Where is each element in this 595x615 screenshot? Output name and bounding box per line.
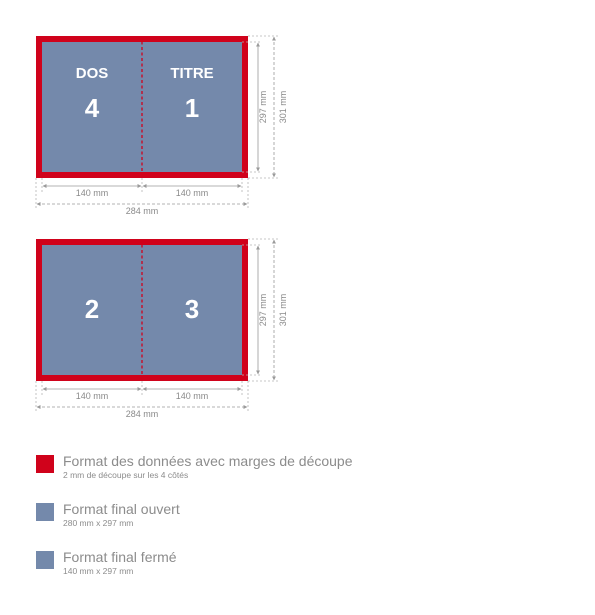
legend-sub-bleed: 2 mm de découpe sur les 4 côtés: [63, 470, 189, 480]
legend-title-open: Format final ouvert: [63, 501, 180, 517]
legend-sub-closed: 140 mm x 297 mm: [63, 566, 134, 576]
spread-2: 2 3 140 mm 140 mm 284 mm 297 mm 301 mm: [35, 238, 288, 419]
legend-swatch-open: [36, 503, 54, 521]
spread-2-dim-left: 140 mm: [76, 391, 109, 401]
legend-title-closed: Format final fermé: [63, 549, 177, 565]
spread-2-extension-lines: [35, 238, 278, 411]
spread-2-dim-outer-height: 301 mm: [278, 294, 288, 327]
spread-2-page-right: [142, 245, 242, 375]
spread-1-dim-inner-height: 297 mm: [258, 91, 268, 124]
spread-2-page-left-number: 2: [85, 294, 99, 324]
legend-swatch-closed: [36, 551, 54, 569]
spread-2-dim-total: 284 mm: [126, 409, 159, 419]
spread-1: DOS 4 TITRE 1 140 mm 140 mm 284 mm 297 m…: [35, 35, 288, 216]
spread-1-dim-left: 140 mm: [76, 188, 109, 198]
legend-swatch-bleed: [36, 455, 54, 473]
spread-1-page-left-label: DOS: [76, 65, 109, 82]
legend-sub-open: 280 mm x 297 mm: [63, 518, 134, 528]
spread-1-page-left-number: 4: [85, 93, 100, 123]
spread-2-dim-inner-height: 297 mm: [258, 294, 268, 327]
spread-2-dim-right: 140 mm: [176, 391, 209, 401]
spread-1-extension-lines: [35, 35, 278, 208]
spread-1-dim-outer-height: 301 mm: [278, 91, 288, 124]
spread-1-dim-total: 284 mm: [126, 206, 159, 216]
spread-1-dim-right: 140 mm: [176, 188, 209, 198]
legend-title-bleed: Format des données avec marges de découp…: [63, 453, 353, 469]
spread-1-page-left: [42, 42, 142, 172]
spread-2-page-right-number: 3: [185, 294, 199, 324]
spread-2-page-left: [42, 245, 142, 375]
spread-1-page-right-number: 1: [185, 93, 199, 123]
spread-1-page-right: [142, 42, 242, 172]
spread-1-page-right-label: TITRE: [170, 65, 213, 82]
